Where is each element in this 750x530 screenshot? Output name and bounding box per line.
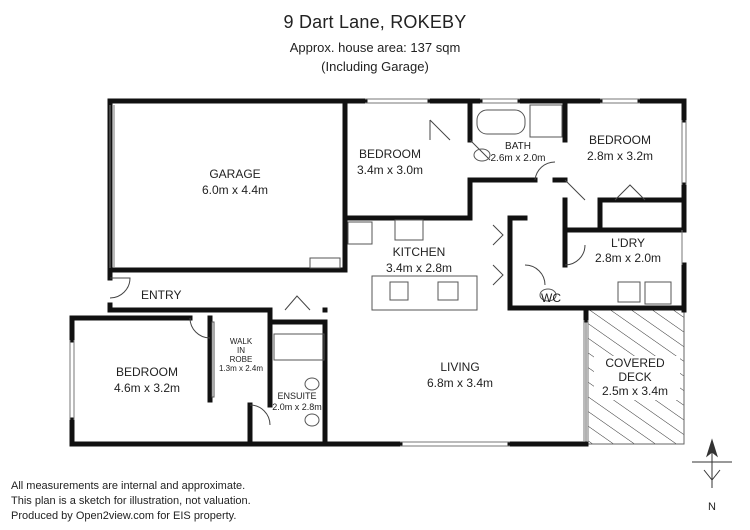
house-area-text: Approx. house area: 137 sqm bbox=[289, 40, 461, 55]
garage-label: GARAGE bbox=[209, 167, 260, 181]
walls bbox=[69, 98, 687, 447]
entry-label: ENTRY bbox=[141, 288, 181, 302]
including-garage-text: (Including Garage) bbox=[321, 59, 429, 74]
bedroom-center-label: BEDROOM bbox=[359, 147, 421, 161]
windows bbox=[69, 98, 687, 447]
walk-in-robe-line2: IN bbox=[237, 346, 245, 355]
laundry-size: 2.8m x 2.0m bbox=[595, 251, 661, 265]
bedroom-center-size: 3.4m x 3.0m bbox=[357, 163, 423, 177]
doors bbox=[109, 119, 646, 426]
bath-label: BATH bbox=[505, 141, 531, 152]
walk-in-robe-size: 1.3m x 2.4m bbox=[219, 364, 263, 373]
walk-in-robe-line3: ROBE bbox=[230, 355, 253, 364]
covered-deck-line2: DECK bbox=[618, 370, 651, 384]
wc-label: WC bbox=[541, 291, 561, 305]
bedroom-right-label: BEDROOM bbox=[589, 133, 651, 147]
footer-line-3: Produced by Open2view.com for EIS proper… bbox=[11, 510, 237, 522]
footer-line-1: All measurements are internal and approx… bbox=[11, 480, 246, 492]
living-size: 6.8m x 3.4m bbox=[427, 376, 493, 390]
living-label: LIVING bbox=[440, 360, 479, 374]
covered-deck-line1: COVERED bbox=[605, 356, 665, 370]
walk-in-robe-line1: WALK bbox=[230, 337, 253, 346]
covered-deck-label-bg bbox=[594, 356, 680, 400]
fixtures bbox=[211, 104, 672, 427]
plan-title: 9 Dart Lane, ROKEBY bbox=[283, 12, 467, 32]
ensuite-size: 2.0m x 2.8m bbox=[272, 402, 322, 412]
bedroom-left-size: 4.6m x 3.2m bbox=[114, 381, 180, 395]
garage-size: 6.0m x 4.4m bbox=[202, 183, 268, 197]
laundry-label: L'DRY bbox=[611, 236, 645, 250]
bedroom-right-size: 2.8m x 3.2m bbox=[587, 149, 653, 163]
footer-line-2: This plan is a sketch for illustration, … bbox=[11, 495, 251, 507]
kitchen-size: 3.4m x 2.8m bbox=[386, 261, 452, 275]
compass-north-label: N bbox=[708, 501, 716, 513]
covered-deck-size: 2.5m x 3.4m bbox=[602, 384, 668, 398]
north-compass-icon bbox=[692, 438, 732, 488]
bath-size: 2.6m x 2.0m bbox=[490, 153, 545, 164]
bedroom-left-label: BEDROOM bbox=[116, 365, 178, 379]
kitchen-label: KITCHEN bbox=[393, 245, 446, 259]
ensuite-label: ENSUITE bbox=[277, 391, 316, 401]
